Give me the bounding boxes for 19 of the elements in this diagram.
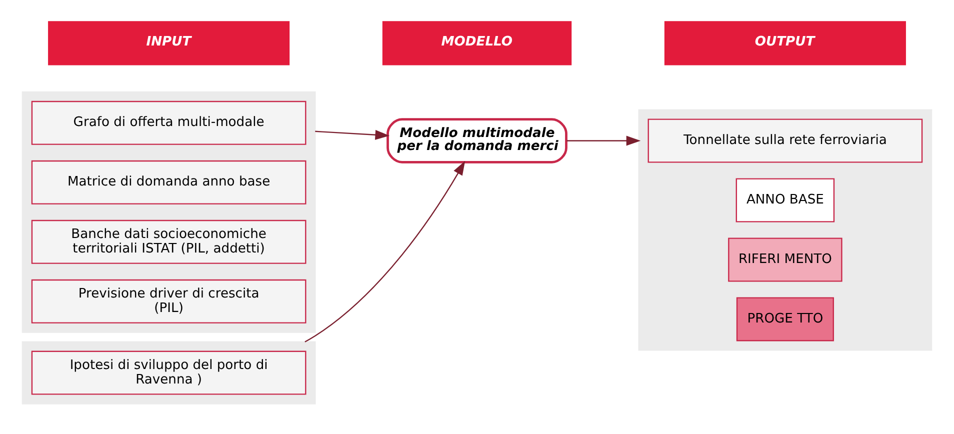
- arrow: [566, 135, 641, 146]
- node-box: Matrice di domanda anno base: [31, 160, 306, 204]
- cluster: [22, 340, 316, 404]
- node-box: ANNO BASE: [736, 178, 835, 222]
- node-box: RIFERI MENTO: [728, 237, 842, 282]
- arrow: [315, 129, 390, 140]
- node-box: OUTPUT: [664, 20, 906, 65]
- node-box: INPUT: [48, 20, 290, 65]
- node-box: Banche dati socioeconomiche territoriali ISTAT (PIL, addetti): [31, 219, 306, 264]
- node-box: Ipotesi di sviluppo del porto di Ravenna ): [31, 350, 306, 394]
- cluster: [638, 108, 932, 350]
- node-box: Previsione driver di crescita (PIL): [31, 278, 306, 323]
- node-box: Grafo di offerta multi-modale: [31, 100, 306, 144]
- cluster: [22, 90, 316, 332]
- node-box: Modello multimodale per la domanda merci: [386, 118, 568, 163]
- node-box: MODELLO: [382, 20, 572, 65]
- node-box: Tonnellate sulla rete ferroviaria: [648, 118, 923, 162]
- arrow: [304, 160, 466, 342]
- node-box: PROGE TTO: [736, 296, 834, 341]
